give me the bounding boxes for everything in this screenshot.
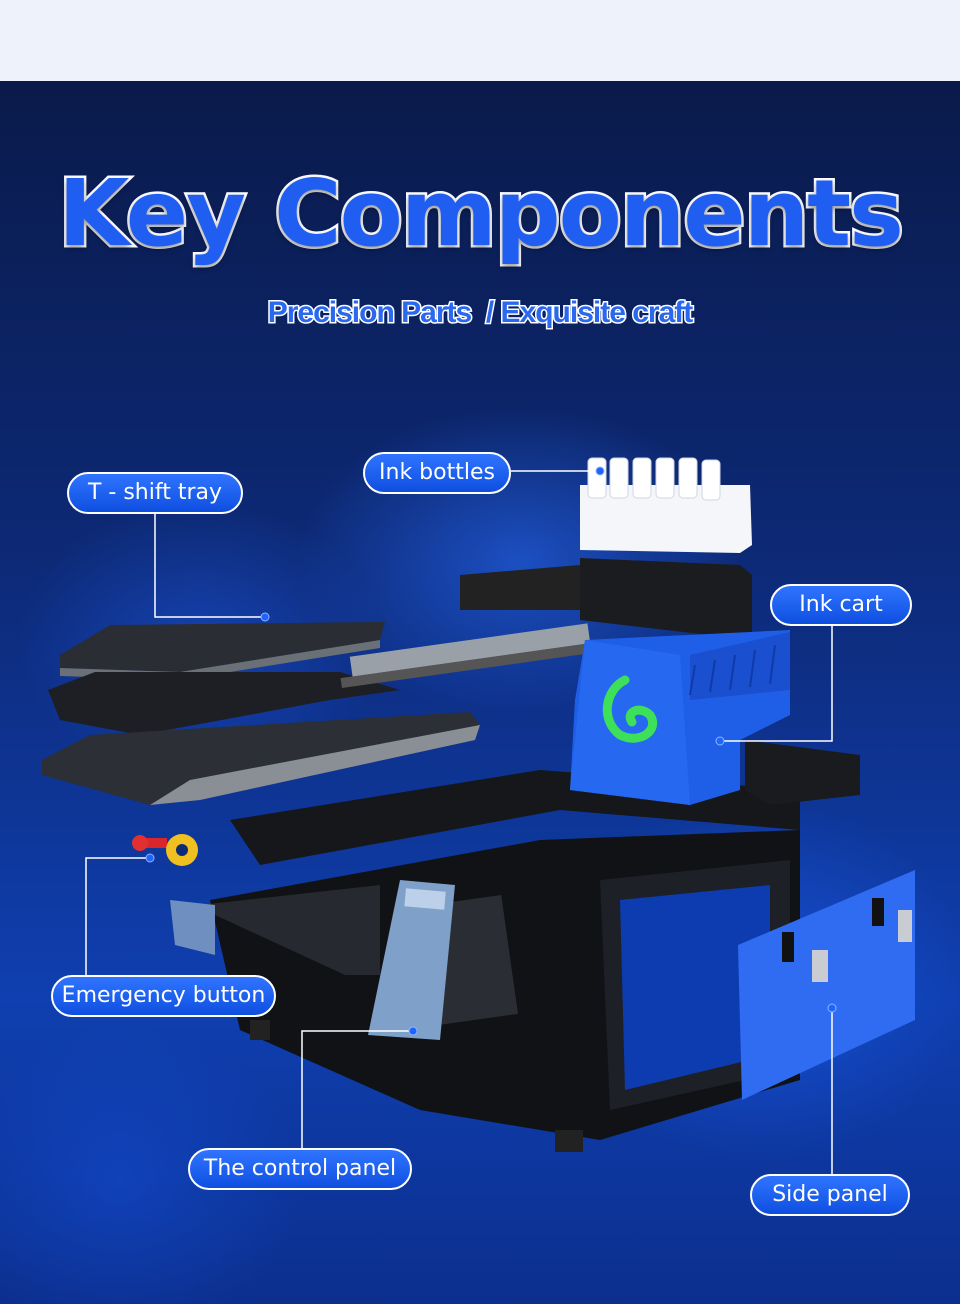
page-title: Key Components	[56, 158, 907, 270]
label-control-panel: The control panel	[188, 1148, 412, 1190]
brand-logo-icon	[602, 675, 658, 743]
ink-bottles-graphic	[580, 457, 752, 553]
tshirt-tray-graphic	[42, 622, 480, 805]
control-panel-graphic	[368, 880, 455, 1040]
label-ink-cart: Ink cart	[770, 584, 912, 626]
ink-cart-graphic	[570, 630, 860, 805]
side-panel-graphic	[738, 870, 915, 1100]
label-emergency-button: Emergency button	[51, 975, 276, 1017]
label-ink-bottles: Ink bottles	[363, 452, 511, 494]
leader-dots	[145, 466, 837, 1036]
leader-lines	[85, 470, 833, 1175]
emergency-button-graphic	[132, 834, 215, 955]
label-side-panel: Side panel	[750, 1174, 910, 1216]
page-subtitle: Precision Parts / Exquisite craft	[266, 295, 695, 331]
label-tshirt-tray: T - shift tray	[67, 472, 243, 514]
gantry-graphic	[340, 558, 752, 689]
printer-body-graphic	[200, 770, 800, 1152]
top-band	[0, 0, 960, 81]
